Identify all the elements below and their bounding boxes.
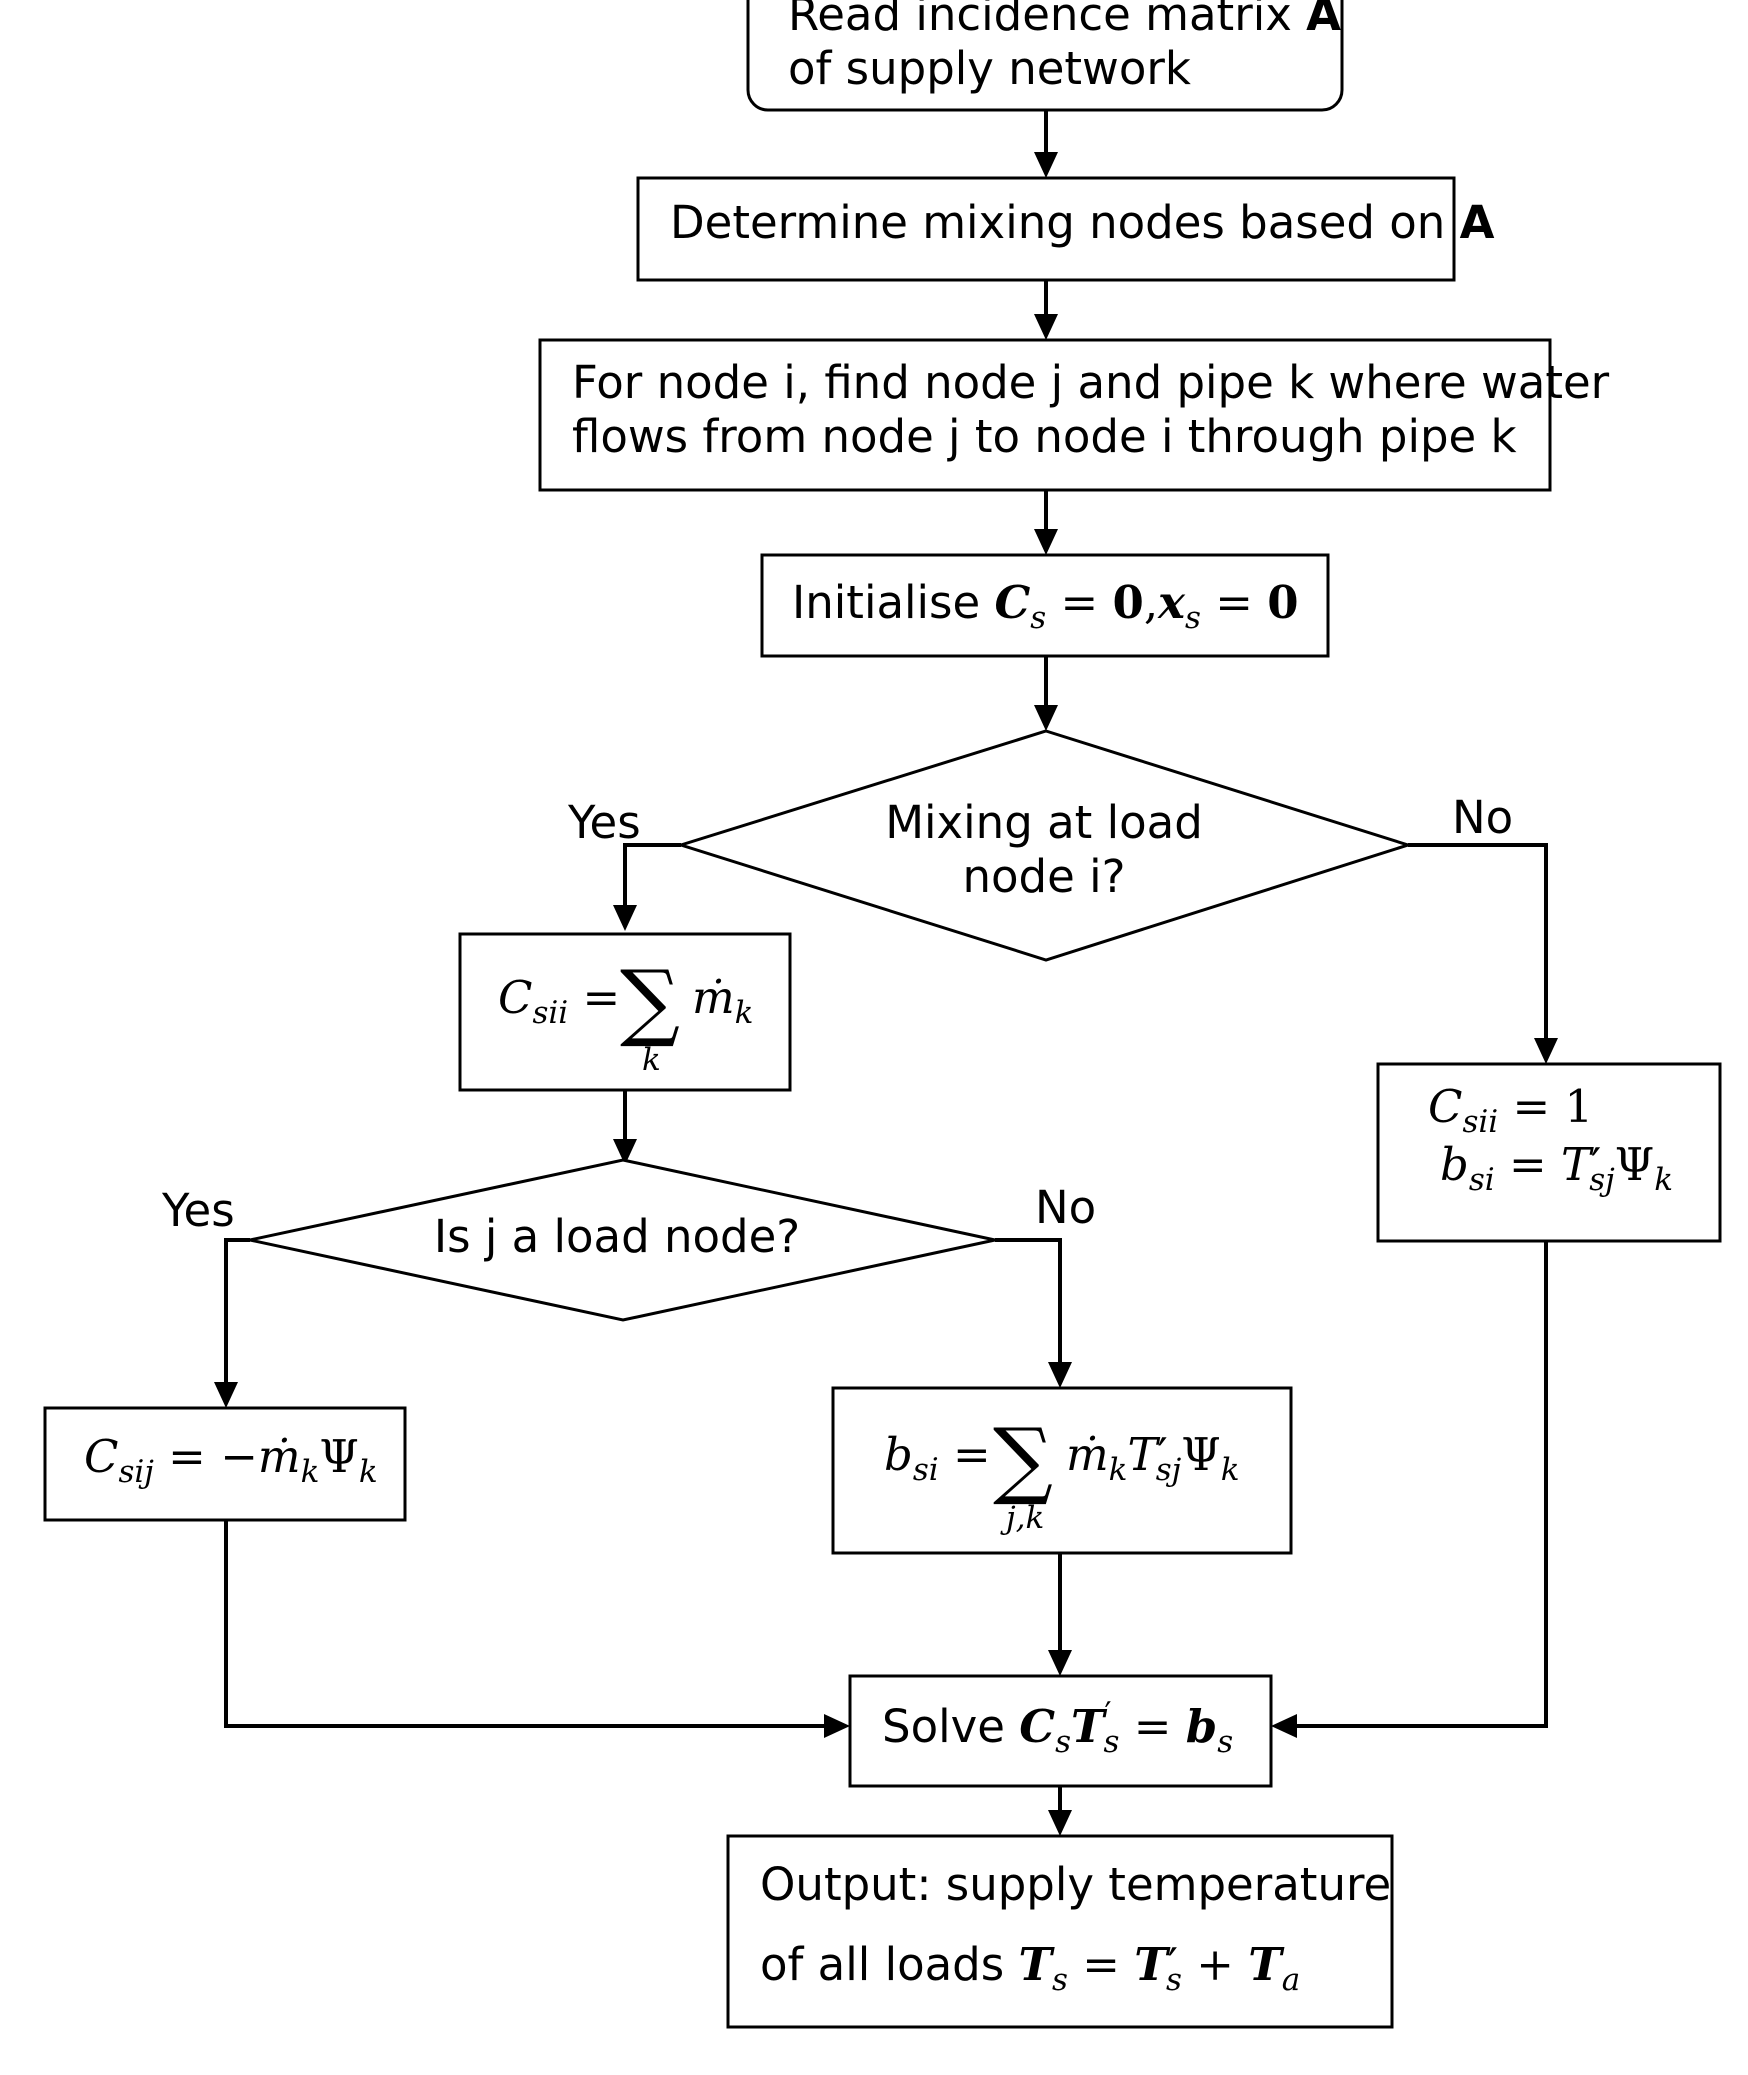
arrowhead-down [1034,705,1058,731]
decision-mixing-line2: node i? [963,850,1126,903]
csii-sum-sigma-sub: k [642,1042,661,1078]
decision-mixing-yes-label: Yes [567,796,641,849]
bsi-sum-sigma-sub: j,k [1000,1500,1044,1536]
decision-load-diamond [249,1158,996,1322]
csii-sum-box [458,932,792,1092]
output-line2: of all loads Ts = T′s + Ta [760,1938,1300,1998]
csii-sum-sigma: ∑ [620,952,680,1050]
arrowhead-down [613,1139,637,1165]
bsi-sum-terms: ṁkT′sjΨk [1066,1428,1240,1488]
arrowhead-left [1271,1714,1297,1738]
connectors [224,110,1548,1818]
connector-yes-branch [623,843,681,915]
csij-formula: Csij = −ṁkΨk [84,1430,378,1490]
read-matrix-line1: Read incidence matrix A [788,0,1341,41]
arrow-heads [214,152,1558,1836]
connector-csii1-to-solve [1293,1241,1548,1728]
arrowhead-down [1048,1362,1072,1388]
bsi-sum-sigma: ∑ [993,1410,1053,1508]
bsi-sum-box [831,1386,1293,1555]
output-box [726,1834,1394,2029]
read-matrix-box [746,0,1344,112]
arrowhead-down [1034,314,1058,340]
decision-load-yes-label: Yes [161,1184,235,1237]
output-line1: Output: supply temperature [760,1858,1391,1911]
connector-no-branch [1408,843,1548,1048]
find-pipe-line2: flows from node j to node i through pipe… [572,410,1517,463]
arrowhead-down [1034,529,1058,555]
arrowhead-down [1534,1038,1558,1064]
arrowhead-down [1048,1650,1072,1676]
connector-load-no-branch [995,1238,1062,1363]
arrowhead-down [214,1382,238,1408]
arrowhead-down [1048,1810,1072,1836]
solve-formula: Solve CsT′s = bs [882,1696,1233,1760]
initialise-box [760,553,1330,658]
decision-mixing-no-label: No [1452,791,1513,844]
arrowhead-down [613,905,637,931]
csij-box [43,1406,407,1522]
decision-mixing-diamond [675,729,1413,962]
decision-load-no-label: No [1035,1181,1096,1234]
connector-csij-to-solve [224,1520,828,1728]
mixing-nodes-text: Determine mixing nodes based on A [670,196,1495,249]
connector-load-yes-branch [224,1238,250,1390]
csii-sum-mdot: ṁk [692,971,753,1031]
arrowhead-down [1034,152,1058,178]
csii-one-line2: bsi = T′sjΨk [1440,1138,1673,1198]
find-pipe-line1: For node i, find node j and pipe k where… [572,356,1610,409]
decision-load-text: Is j a load node? [434,1210,800,1263]
read-matrix-line2: of supply network [788,42,1191,95]
arrowhead-right [824,1714,850,1738]
bsi-sum-formula: bsi = [884,1428,991,1488]
find-pipe-box [538,338,1552,492]
csii-one-line1: Csii = 1 [1428,1080,1593,1140]
solve-box [848,1674,1273,1788]
csii-one-box [1376,1062,1722,1243]
decision-mixing-line1: Mixing at load [885,796,1203,849]
csii-sum-formula: Csii = [498,971,620,1031]
initialise-formula: Initialise Cs = 0,xs = 0 [792,576,1299,636]
mixing-nodes-box [636,176,1456,282]
